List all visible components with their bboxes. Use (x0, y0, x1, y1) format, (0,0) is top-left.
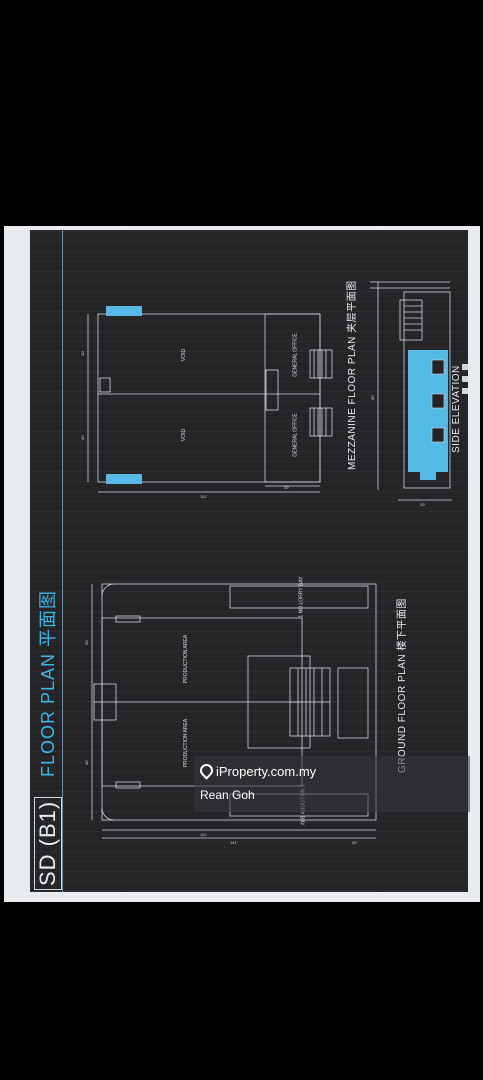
svg-text:111': 111' (200, 494, 207, 499)
watermark-brand: iProperty.com.my (197, 761, 317, 780)
dimension-labels: 40' 40' 111' 20' 50' 40' 111' 141' 30' 2… (80, 351, 425, 845)
elevation-windows (431, 359, 445, 443)
sheet-border-line (62, 230, 63, 892)
watermark-brand-text: iProperty.com.my (216, 764, 317, 779)
svg-text:111': 111' (200, 832, 207, 837)
svg-text:40': 40' (84, 760, 89, 765)
room-label-office-2: GENERAL OFFICE (292, 413, 299, 457)
lorry-bay-label-1: 1 NO LORRY BAY (298, 576, 305, 618)
svg-text:40': 40' (80, 351, 85, 356)
mezzanine-plan (87, 313, 333, 493)
room-label-office-1: GENERAL OFFICE (292, 333, 299, 377)
side-elevation (370, 281, 452, 501)
ground-floor-plan-label: GROUND FLOOR PLAN 楼下平面图 (397, 598, 408, 773)
room-label-void-2: VOID (181, 428, 188, 442)
svg-text:20': 20' (284, 485, 289, 490)
ground-plan (91, 583, 377, 839)
watermark-agent: Rean Goh (200, 788, 255, 802)
svg-text:30': 30' (370, 395, 375, 400)
room-label-production-1: PRODUCTION AREA (183, 634, 190, 684)
mezzanine-floor-plan-label: MEZZANINE FLOOR PLAN 夹层平面图 (347, 280, 358, 470)
elevation-chinese-mark (462, 364, 468, 394)
sheet-code-text: SD (B1) (34, 796, 62, 890)
svg-text:40': 40' (80, 435, 85, 440)
sheet-title: FLOOR PLAN 平面图 (38, 589, 58, 777)
svg-text:50': 50' (84, 640, 89, 645)
svg-text:141': 141' (230, 840, 238, 845)
room-label-void-1: VOID (181, 348, 188, 362)
blue-accents (106, 306, 448, 484)
side-elevation-label: SIDE ELEVATION (451, 365, 462, 453)
room-label-production-2: PRODUCTION AREA (183, 718, 190, 768)
svg-text:20': 20' (420, 502, 425, 507)
watermark-panel (194, 756, 470, 812)
sheet-code: SD (B1) (34, 780, 64, 890)
svg-text:30': 30' (352, 840, 357, 845)
location-pin-icon (197, 761, 216, 780)
